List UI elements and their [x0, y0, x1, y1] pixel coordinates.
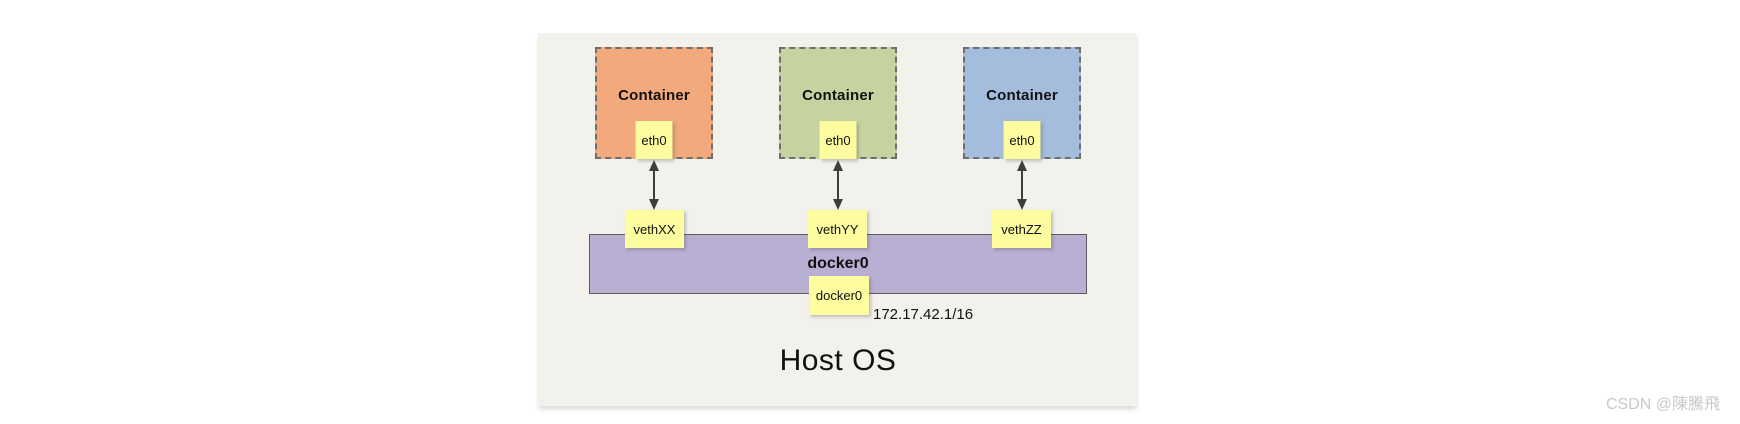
host-os-panel: Container eth0 Container eth0 Container … [538, 33, 1136, 406]
container-title: Container [618, 87, 690, 104]
bidirectional-arrow-icon [649, 160, 659, 210]
eth0-label: eth0 [635, 121, 673, 159]
container-box-3: Container eth0 [963, 47, 1081, 159]
vethyy-label-text: vethYY [816, 221, 859, 237]
bidirectional-arrow-icon [833, 160, 843, 210]
vethzz-label-text: vethZZ [1001, 221, 1042, 237]
eth0-label-text: eth0 [641, 132, 667, 148]
vethxx-label-text: vethXX [633, 221, 676, 237]
vethyy-label: vethYY [808, 210, 867, 248]
bridge-ip-address: 172.17.42.1/16 [873, 306, 974, 323]
docker0-interface-label-text: docker0 [815, 288, 863, 303]
eth0-label: eth0 [1003, 121, 1041, 159]
docker0-interface-label: docker0 [809, 276, 869, 315]
eth0-label-text: eth0 [1009, 132, 1035, 148]
bidirectional-arrow-icon [1017, 160, 1027, 210]
eth0-label-text: eth0 [825, 132, 851, 148]
csdn-watermark: CSDN @陳騰飛 [1605, 396, 1720, 413]
container-title: Container [802, 87, 874, 104]
host-os-caption: Host OS [779, 344, 897, 377]
container-box-2: Container eth0 [779, 47, 897, 159]
container-box-1: Container eth0 [595, 47, 713, 159]
eth0-label: eth0 [819, 121, 857, 159]
container-title: Container [986, 87, 1058, 104]
vethxx-label: vethXX [625, 210, 684, 248]
vethzz-label: vethZZ [992, 210, 1051, 248]
docker0-bridge-title: docker0 [807, 255, 869, 272]
